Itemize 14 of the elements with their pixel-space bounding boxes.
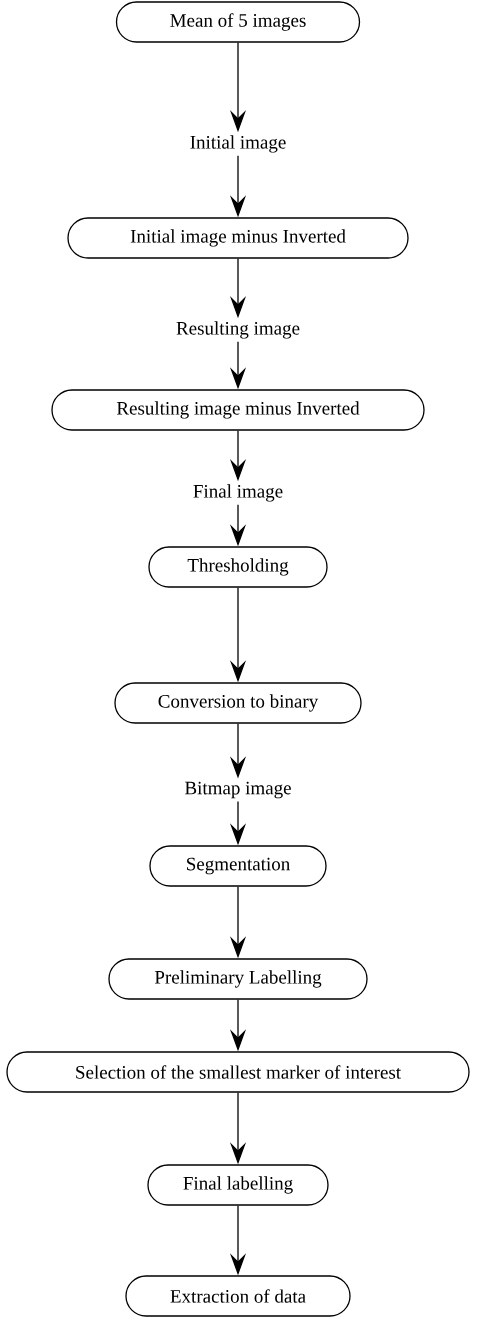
process-box: Extraction of data	[125, 1275, 351, 1317]
process-box: Segmentation	[149, 845, 327, 887]
process-box: Final labelling	[147, 1164, 329, 1206]
process-box: Preliminary Labelling	[108, 958, 368, 1000]
process-box: Conversion to binary	[114, 682, 362, 724]
process-box: Resulting image minus Inverted	[51, 389, 425, 431]
step-label: Final image	[189, 481, 287, 505]
step-label: Bitmap image	[181, 778, 295, 802]
step-label: Initial image	[186, 132, 290, 156]
process-box: Selection of the smallest marker of interest	[6, 1051, 470, 1093]
process-box: Mean of 5 images	[115, 1, 361, 43]
process-box: Initial image minus Inverted	[67, 217, 409, 259]
process-box: Thresholding	[148, 546, 328, 588]
step-label: Resulting image	[173, 318, 303, 342]
